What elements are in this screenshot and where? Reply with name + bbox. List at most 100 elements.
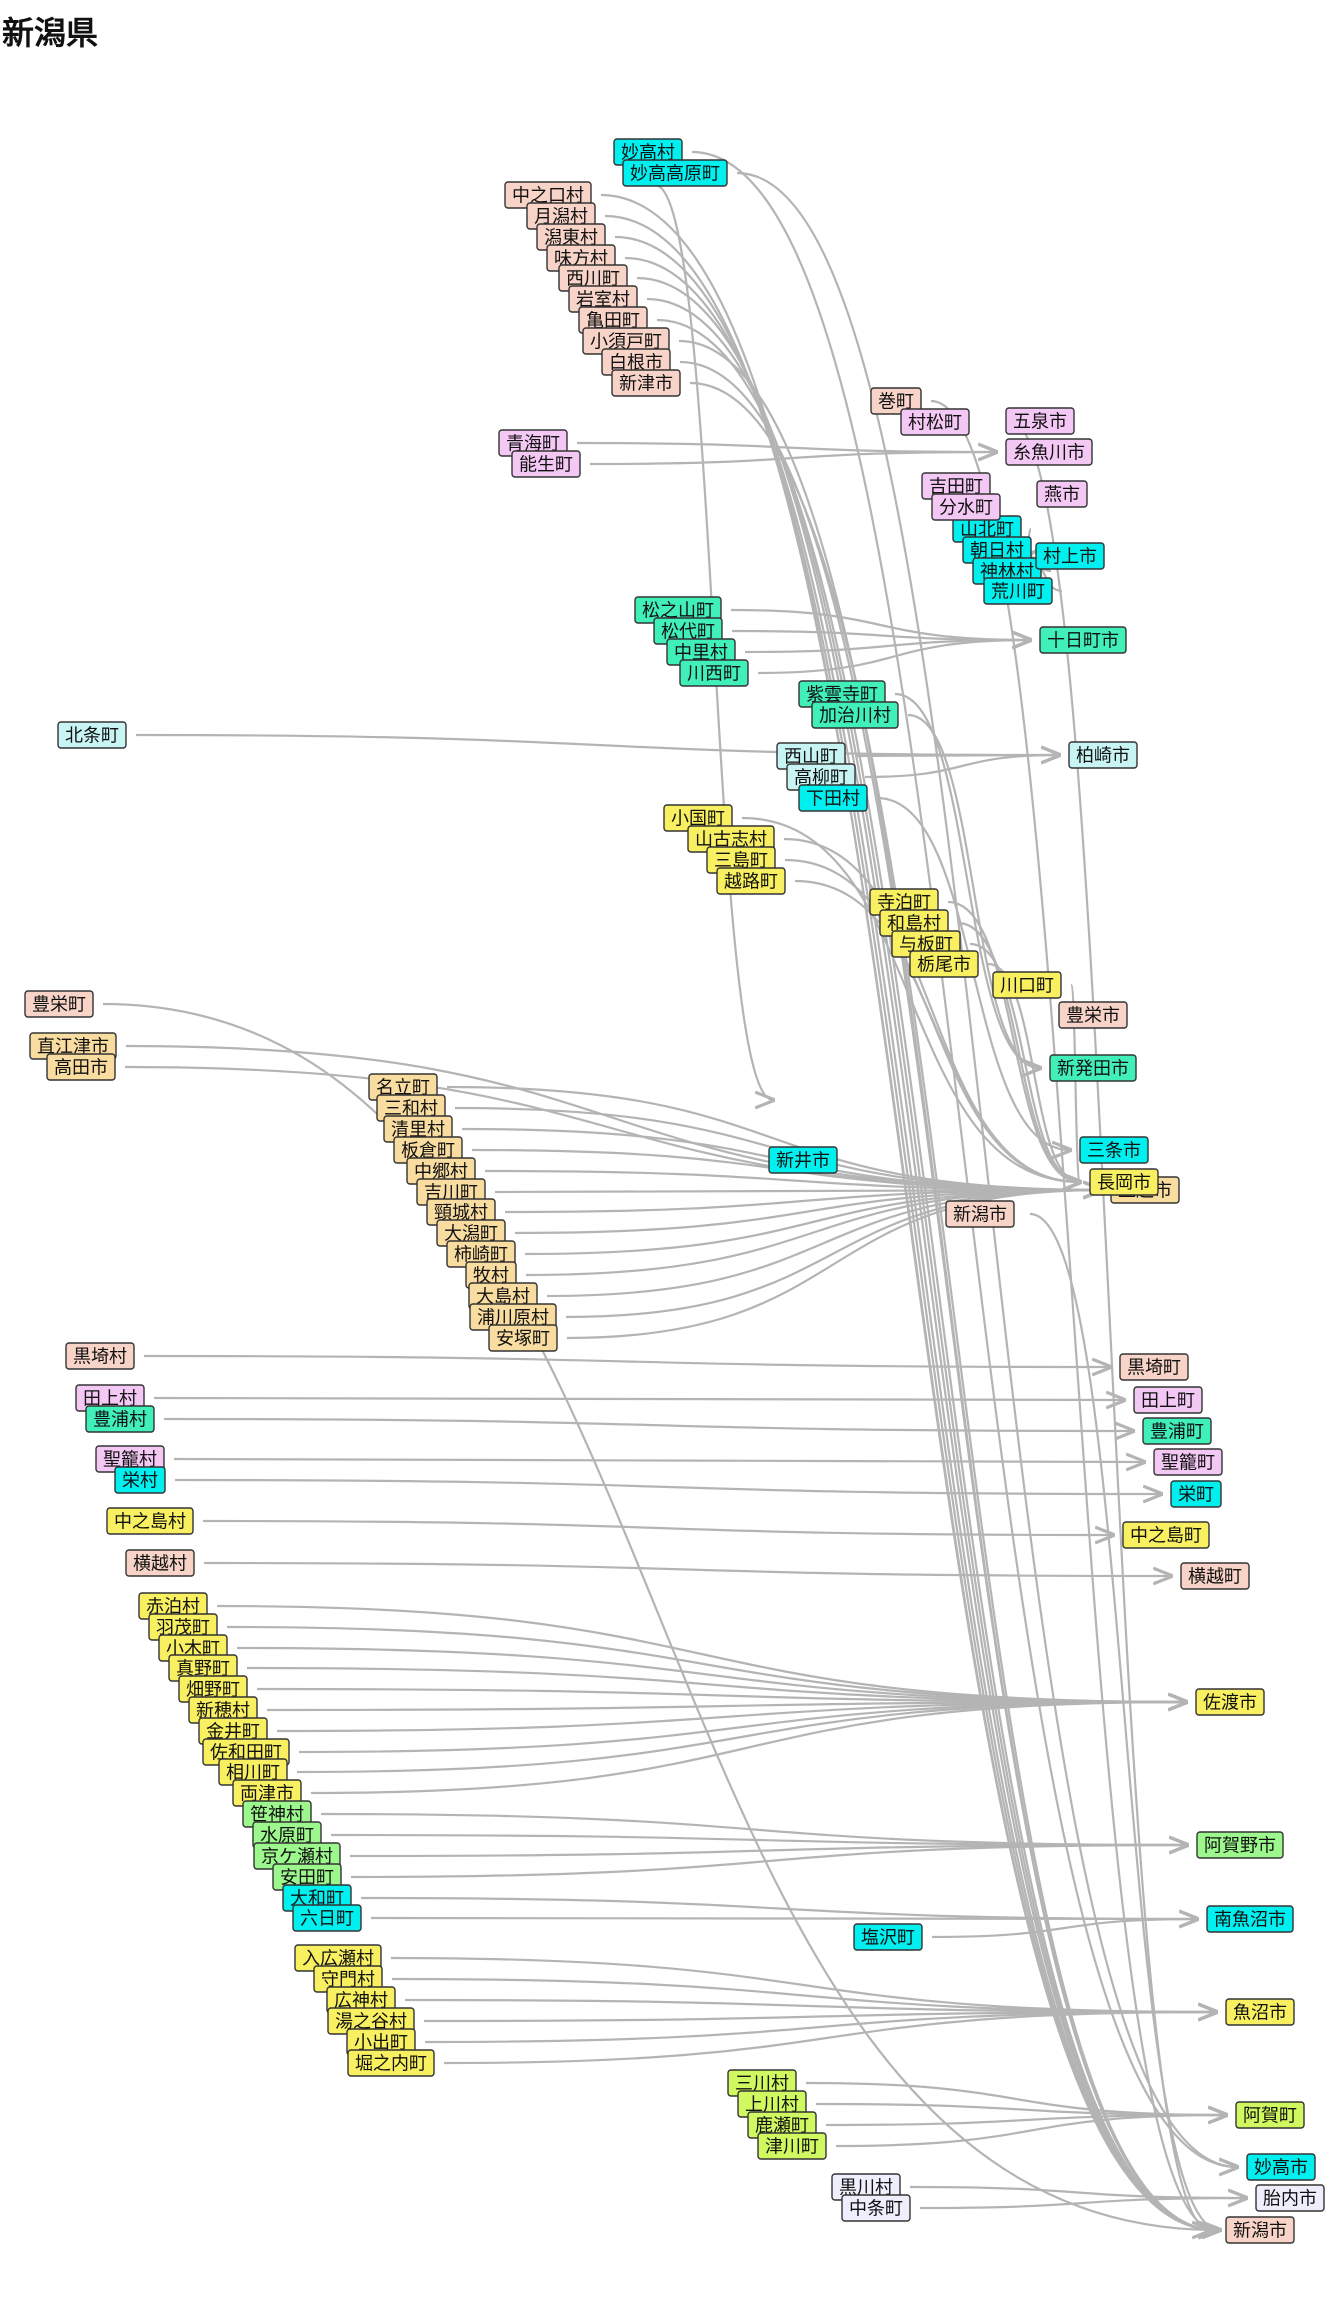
target-node: 聖籠町 [1153, 1448, 1223, 1476]
node-label: 亀田町 [586, 311, 640, 332]
edge-1-9 [689, 381, 1216, 2230]
node-label: 浦川原村 [477, 1308, 549, 1329]
source-node: 真野町 [168, 1654, 238, 1682]
node-box [909, 950, 979, 978]
edge-22-0 [390, 1956, 1216, 2012]
node-label: 下田村 [806, 789, 860, 810]
node-label: 白根市 [609, 353, 663, 374]
node-box [757, 2132, 827, 2160]
node-box [1049, 1054, 1137, 1082]
source-node: 紫雲寺町 [798, 680, 886, 708]
source-node: 栄村 [114, 1466, 166, 1494]
node-box [1255, 2184, 1325, 2212]
source-node: 横越村 [125, 1549, 195, 1577]
node-box [1225, 2216, 1295, 2244]
node-box [1170, 1480, 1222, 1508]
edge-11-0 [125, 1044, 1101, 1190]
node-box [511, 450, 581, 478]
target-node: 糸魚川市 [1005, 438, 1093, 466]
source-node: 畑野町 [178, 1675, 248, 1703]
source-node: 聖籠村 [95, 1445, 165, 1473]
node-label: 横越町 [1188, 1567, 1242, 1588]
node-box [65, 1342, 135, 1370]
edge-22-4 [424, 2012, 1216, 2044]
target-node: 阿賀町 [1235, 2101, 1305, 2129]
edge-1-4 [636, 276, 1216, 2230]
standalone-node: 村松町 [900, 408, 970, 436]
target-node: 魚沼市 [1225, 1998, 1295, 2026]
node-box [811, 701, 899, 729]
target-node: 十日町市 [1039, 626, 1127, 654]
edge-7-2 [864, 755, 1059, 779]
source-node: 巻町 [870, 387, 922, 415]
node-label: 新潟市 [953, 1205, 1007, 1226]
edge-24-0 [909, 2185, 1246, 2198]
node-box [945, 1200, 1015, 1228]
source-node: 堀之内町 [347, 2049, 435, 2077]
node-label: 神林村 [980, 562, 1034, 583]
target-node: 南魚沼市 [1206, 1905, 1294, 1933]
edge-extra-0 [1029, 1212, 1220, 2230]
node-label: 牧村 [473, 1266, 509, 1287]
source-node: 白根市 [601, 348, 671, 376]
edge-layer [102, 150, 1246, 2230]
edge-11-6 [484, 1169, 1101, 1190]
node-label: 松代町 [661, 622, 715, 643]
edge-19-1 [226, 1625, 1186, 1702]
node-label: 黒川村 [839, 2178, 893, 2199]
node-box [1058, 1001, 1128, 1029]
edge-3-1 [589, 452, 996, 466]
source-node: 両津市 [232, 1779, 302, 1807]
edge-15-0 [173, 1459, 1144, 1462]
node-label: 月潟村 [534, 207, 588, 228]
target-node: 栄町 [1170, 1480, 1222, 1508]
edge-20-3 [350, 1845, 1187, 1879]
edge-9-6 [969, 942, 1080, 1182]
node-box [870, 387, 922, 415]
target-node: 田上町 [1133, 1386, 1203, 1414]
target-node: 新潟市 [945, 1200, 1015, 1228]
edge-23-3 [835, 2115, 1226, 2148]
node-label: 与板町 [899, 935, 953, 956]
edge-14-0 [163, 1417, 1133, 1431]
node-box [1005, 407, 1075, 435]
node-label: 佐和田町 [210, 1743, 282, 1764]
source-node: 中里村 [666, 638, 736, 666]
node-label: 三条市 [1087, 1141, 1141, 1162]
target-node: 妙高市 [1246, 2153, 1316, 2181]
node-box [125, 1549, 195, 1577]
node-box [24, 990, 94, 1018]
target-node: 黒埼町 [1119, 1353, 1189, 1381]
edge-19-4 [256, 1687, 1186, 1702]
target-node: 新発田市 [1049, 1054, 1137, 1082]
edge-19-8 [296, 1702, 1186, 1774]
node-box [46, 1053, 116, 1081]
node-label: 三和村 [384, 1099, 438, 1120]
source-node: 田上村 [75, 1384, 145, 1412]
source-node: 三和村 [376, 1094, 446, 1122]
target-node: 中之島町 [1122, 1521, 1210, 1549]
node-label: 潟東村 [544, 228, 598, 249]
node-label: 山北町 [960, 520, 1014, 541]
node-label: 黒埼町 [1127, 1358, 1181, 1379]
node-label: 新穂村 [196, 1701, 250, 1722]
node-box [292, 1904, 362, 1932]
node-label: 新発田市 [1057, 1059, 1129, 1080]
edge-11-8 [504, 1190, 1101, 1214]
source-node: 入広瀬村 [294, 1944, 382, 1972]
node-box [1225, 1998, 1295, 2026]
node-label: 糸魚川市 [1013, 443, 1085, 464]
node-label: 柏崎市 [1076, 746, 1130, 767]
source-node: 山北町 [952, 515, 1022, 543]
node-label: 中里村 [674, 643, 728, 664]
edge-11-13 [565, 1190, 1101, 1319]
node-box [1133, 1386, 1203, 1414]
node-label: 高田市 [54, 1058, 108, 1079]
node-label: 田上村 [83, 1389, 137, 1410]
source-node: 栃尾市 [909, 950, 979, 978]
node-label: 寺泊町 [877, 893, 931, 914]
source-node: 京ケ瀬村 [253, 1842, 341, 1870]
source-node: 豊栄町 [24, 990, 94, 1018]
node-box [1153, 1448, 1223, 1476]
target-node: 横越町 [1180, 1562, 1250, 1590]
